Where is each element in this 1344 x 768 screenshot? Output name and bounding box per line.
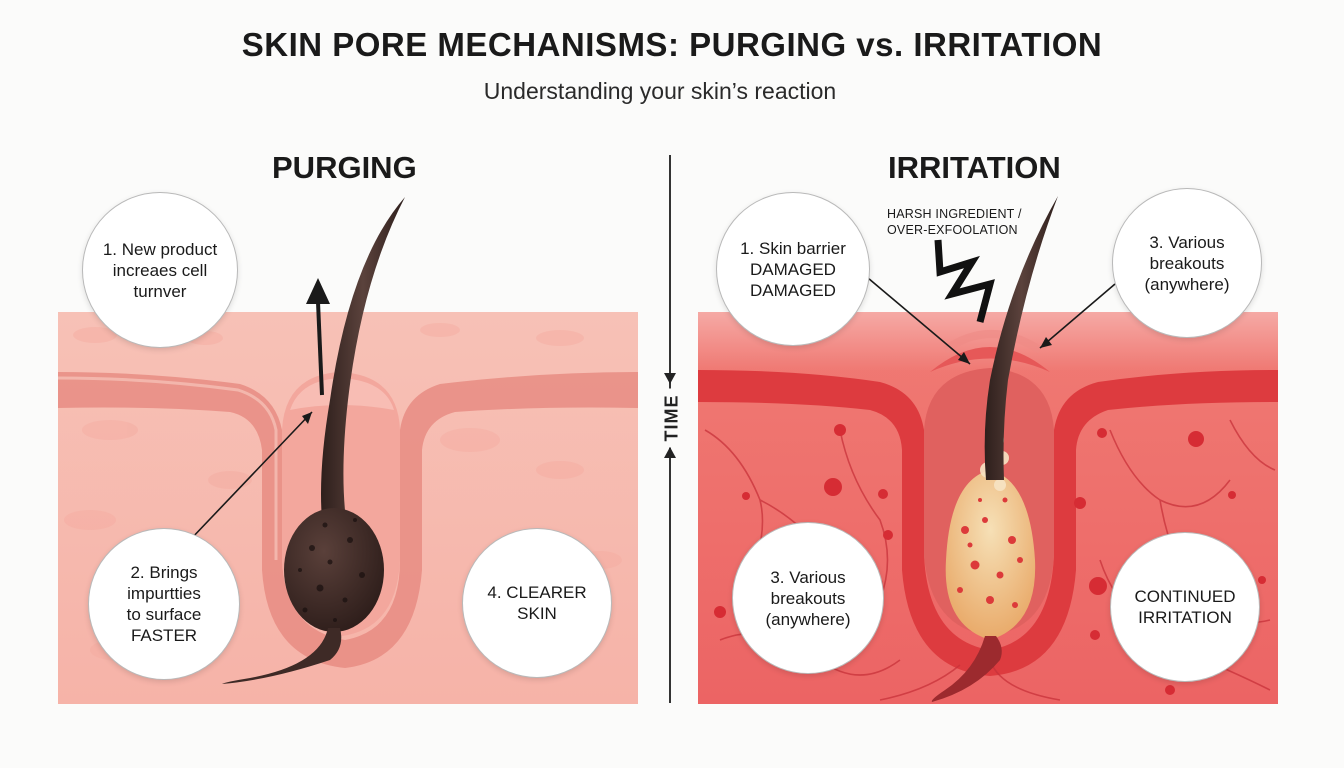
irritation-step1-bubble: 1. Skin barrier DAMAGED DAMAGED	[716, 192, 870, 346]
bubble-line: increaes cell	[112, 260, 208, 280]
bubble-line: 1. New product	[102, 239, 218, 259]
purging-step1-bubble: 1. New product increaes cell turnver	[82, 192, 238, 348]
arrow-up-icon	[664, 447, 676, 458]
continued-irritation-bubble: CONTINUED IRRITATION	[1110, 532, 1260, 682]
annotation-line: HARSH INGREDIENT /	[887, 207, 1022, 221]
bubble-line: breakouts	[1149, 253, 1225, 273]
annotation-line: OVER-EXFOOLATION	[887, 223, 1018, 237]
purging-step4-bubble: 4. CLEARER SKIN	[462, 528, 612, 678]
bubble-line: CONTINUED	[1134, 587, 1236, 606]
bubble-line: breakouts	[770, 588, 846, 608]
harsh-ingredient-annotation: HARSH INGREDIENT / OVER-EXFOOLATION	[887, 206, 1057, 238]
bubble-line: (anywhere)	[1144, 274, 1230, 294]
bubble-line: SKIN	[517, 604, 557, 623]
bubble-line: DAMAGED	[750, 259, 836, 279]
arrow-down-icon	[664, 373, 676, 384]
irritation-heading: IRRITATION	[888, 150, 1061, 185]
purging-heading: PURGING	[272, 150, 417, 185]
bubble-line: (anywhere)	[765, 609, 851, 629]
purging-step2-bubble: 2. Brings impurtties to surface FASTER	[88, 528, 240, 680]
bubble-line: 1. Skin barrier	[740, 238, 846, 258]
bubble-line: 4. CLEARER	[487, 583, 587, 602]
bubble-line: 3. Various	[770, 567, 846, 587]
bubble-line: 3. Various	[1149, 232, 1225, 252]
irritation-step3-top-bubble: 3. Various breakouts (anywhere)	[1112, 188, 1262, 338]
bubble-line: DAMAGED	[750, 280, 836, 300]
bubble-line: IRRITATION	[1138, 608, 1232, 627]
page-title: SKIN PORE MECHANISMS: PURGING vs. IRRITA…	[241, 26, 1103, 63]
page-subtitle: Understanding your skin’s reaction	[483, 78, 837, 104]
time-label: TIME	[661, 388, 683, 448]
irritation-step3-bottom-bubble: 3. Various breakouts (anywhere)	[732, 522, 884, 674]
bubble-line: 2. Brings	[130, 563, 198, 582]
bubble-line: FASTER	[130, 626, 198, 645]
bubble-line: impurtties	[127, 584, 201, 603]
bubble-line: to surface	[126, 605, 202, 624]
bubble-line: turnver	[133, 281, 187, 301]
